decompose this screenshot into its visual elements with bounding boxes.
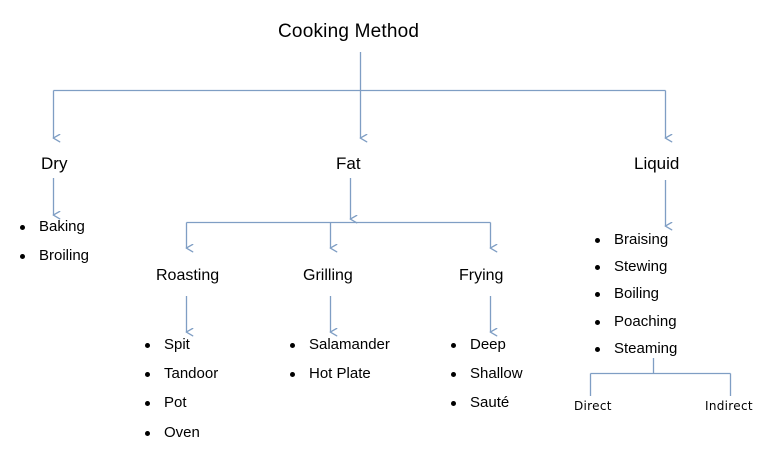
- list-item: Stewing: [593, 258, 677, 275]
- node-dry: Dry: [41, 154, 68, 173]
- node-grilling: Grilling: [303, 267, 353, 284]
- node-root-cooking-method: Cooking Method: [278, 21, 420, 42]
- list-item: Oven: [143, 424, 218, 441]
- list-item: Steaming: [593, 340, 677, 357]
- list-item: Pot: [143, 395, 218, 411]
- list-item: Broiling: [18, 247, 89, 264]
- list-liquid-methods: Braising Stewing Boiling Poaching Steami…: [593, 231, 677, 368]
- node-fat: Fat: [336, 154, 361, 173]
- node-roasting: Roasting: [156, 267, 220, 284]
- list-item: Hot Plate: [288, 365, 390, 382]
- list-item: Poaching: [593, 313, 677, 330]
- list-dry-methods: Baking Broiling: [18, 218, 89, 277]
- list-item: Deep: [449, 336, 523, 353]
- list-grilling-methods: Salamander Hot Plate: [288, 336, 390, 395]
- node-frying: Frying: [459, 267, 504, 284]
- list-item: Sauté: [449, 395, 523, 411]
- list-roasting-methods: Spit Tandoor Pot Oven: [143, 336, 218, 454]
- list-item: Spit: [143, 336, 218, 353]
- list-item: Tandoor: [143, 365, 218, 382]
- list-item: Shallow: [449, 365, 523, 382]
- list-frying-methods: Deep Shallow Sauté: [449, 336, 523, 425]
- list-item: Baking: [18, 218, 89, 235]
- label-indirect: Indirect: [705, 399, 753, 413]
- list-item: Braising: [593, 231, 677, 248]
- node-liquid: Liquid: [634, 154, 680, 173]
- list-item: Salamander: [288, 336, 390, 353]
- list-item: Boiling: [593, 286, 677, 302]
- label-direct: Direct: [574, 399, 612, 413]
